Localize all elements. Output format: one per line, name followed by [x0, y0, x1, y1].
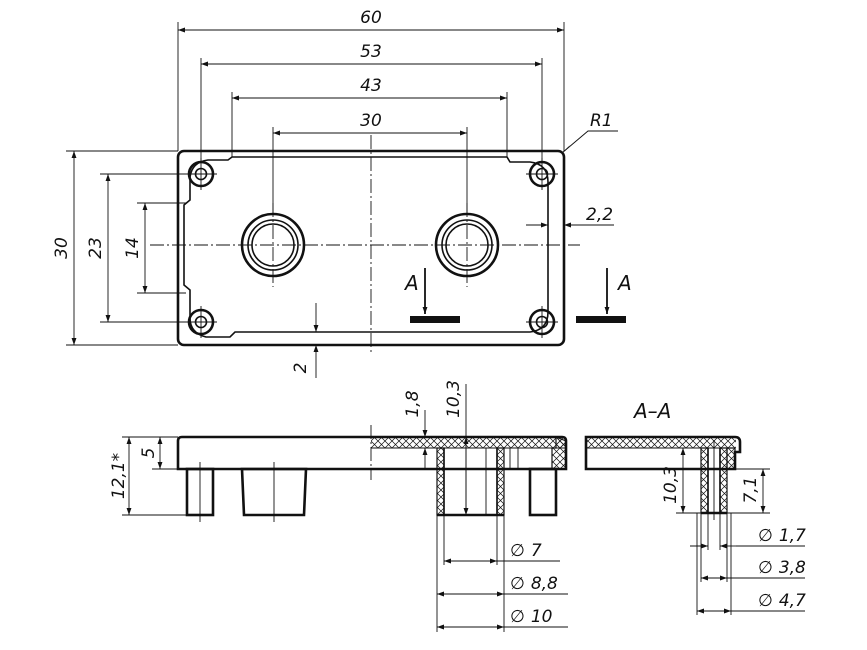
dim-boss-projection: 7,1	[741, 476, 761, 503]
r1-leader	[561, 130, 618, 154]
dim-wall-2-2: 2,2	[586, 205, 613, 225]
dim-diameter-1-7: ∅1,7	[758, 526, 806, 546]
dim-diameter-8-8: ∅8,8	[510, 574, 558, 594]
dim-width-43: 43	[360, 76, 382, 96]
dim-height-23: 23	[86, 237, 106, 259]
section-mark-right: A	[576, 268, 632, 323]
dim-diameter-10: ∅10	[510, 607, 552, 627]
section-view: A–A 10,3 7,1 ∅1	[584, 399, 806, 615]
dim-boss-height: 10,3	[444, 380, 464, 418]
dim-plate-thickness: 1,8	[403, 390, 423, 417]
section-title: A–A	[632, 399, 671, 423]
dim-plate-height: 5	[139, 448, 159, 459]
leg-left-2	[240, 467, 308, 517]
inner-rib-outline	[183, 156, 549, 338]
dim-section-height: 10,3	[661, 466, 681, 504]
dim-width-60: 60	[360, 8, 382, 28]
section-label-left: A	[403, 271, 419, 295]
dim-total-height: 12,1*	[109, 453, 129, 499]
section-label-right: A	[616, 271, 632, 295]
dim-diameter-7: ∅7	[510, 541, 542, 561]
top-view: 60 53 43 30 30 23 14 R1 2,2 2 A	[52, 8, 632, 378]
dim-wall-2: 2	[291, 363, 311, 374]
dim-height-14: 14	[123, 237, 143, 259]
section-mark-left: A	[403, 268, 460, 323]
side-view: 12,1* 5 1,8 10,3 ∅7 ∅8,8 ∅10	[109, 380, 568, 632]
dim-diameter-3-8: ∅3,8	[758, 558, 806, 578]
dim-height-30: 30	[52, 237, 72, 259]
dim-width-30: 30	[360, 111, 382, 131]
dim-radius: R1	[590, 111, 613, 131]
dim-width-53: 53	[360, 42, 382, 62]
dim-diameter-4-7: ∅4,7	[758, 591, 806, 611]
